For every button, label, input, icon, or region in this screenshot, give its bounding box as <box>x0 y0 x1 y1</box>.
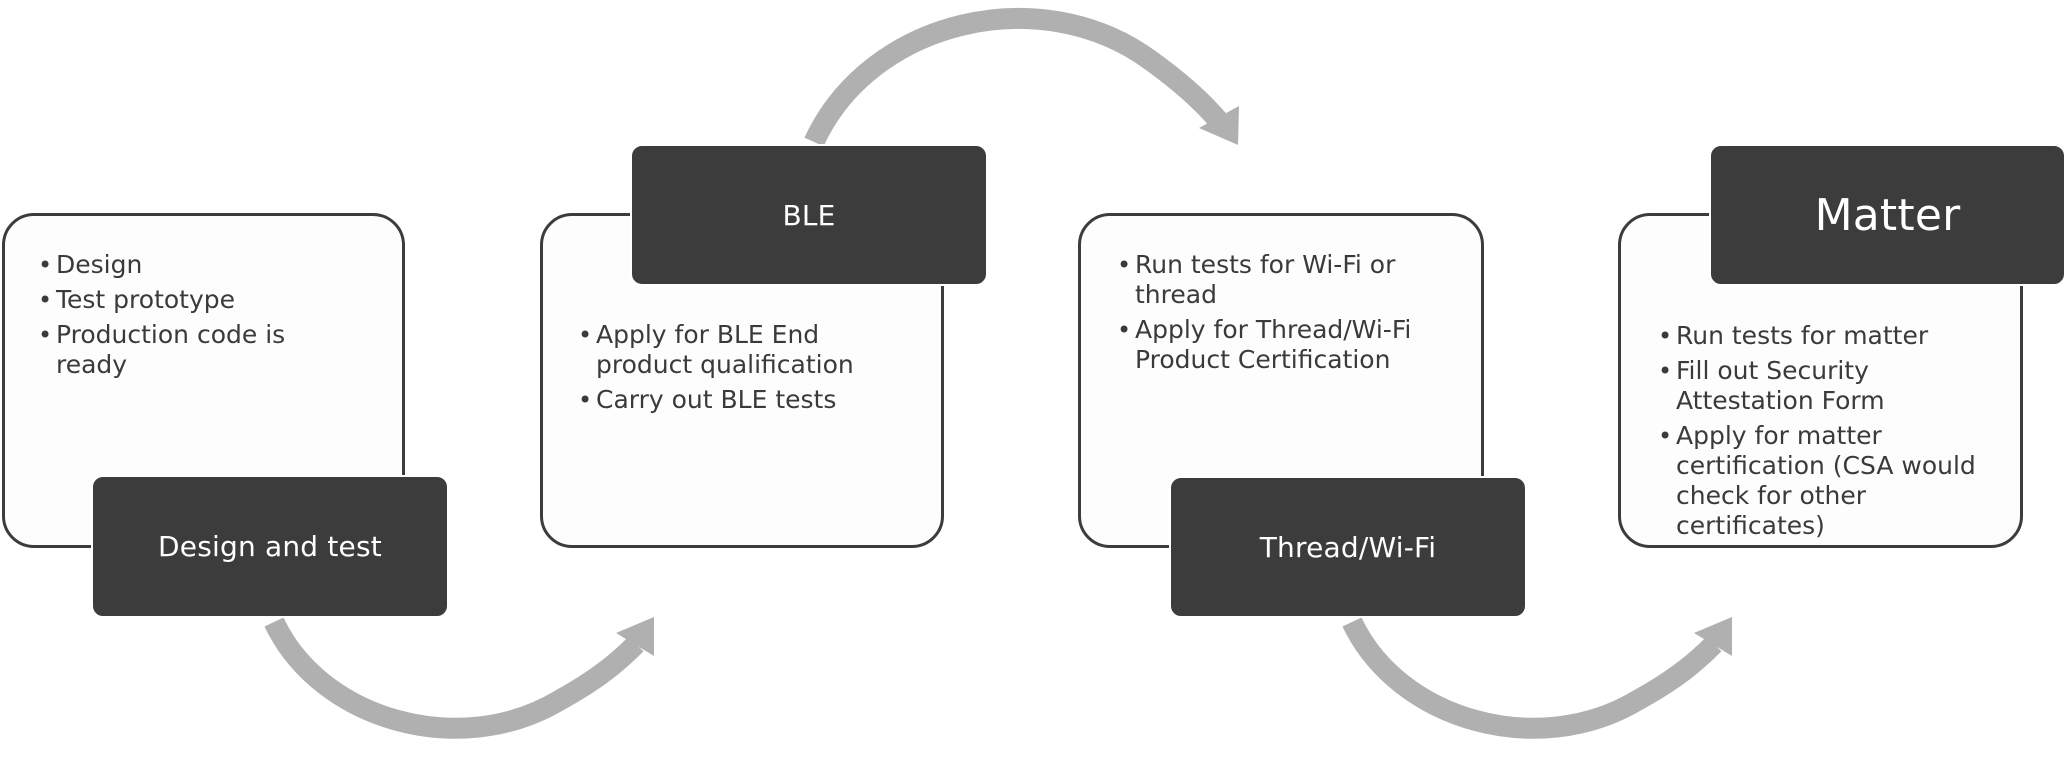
step-header-matter: Matter <box>1709 144 2066 286</box>
bullet-item: Design <box>38 250 340 280</box>
bullet-item: Run tests for Wi-Fi or thread <box>1117 250 1425 310</box>
step-title: Matter <box>1814 189 1961 241</box>
step-bullets-thread-wifi: Run tests for Wi-Fi or thread Apply for … <box>1117 250 1429 380</box>
step-title: Thread/Wi-Fi <box>1259 530 1437 564</box>
bullet-item: Run tests for matter <box>1658 321 1980 351</box>
bullet-item: Apply for Thread/Wi-Fi Product Certifica… <box>1117 315 1445 375</box>
bullet-item: Production code is ready <box>38 320 296 380</box>
bullet-item: Test prototype <box>38 285 340 315</box>
bullet-item: Apply for matter certification (CSA woul… <box>1658 421 1981 541</box>
step-bullets-matter: Run tests for matter Fill out Security A… <box>1658 321 1981 546</box>
step-header-design-and-test: Design and test <box>91 475 449 618</box>
step-bullets-ble: Apply for BLE End product qualification … <box>578 320 880 420</box>
bullet-item: Fill out Security Attestation Form <box>1658 356 1916 416</box>
curved-arrow-icon <box>1342 617 1732 739</box>
step-title: BLE <box>782 198 836 232</box>
curved-arrow-icon <box>804 8 1239 147</box>
bullet-item: Carry out BLE tests <box>578 385 880 415</box>
bullet-item: Apply for BLE End product qualification <box>578 320 886 380</box>
step-title: Design and test <box>158 530 382 563</box>
step-header-thread-wifi: Thread/Wi-Fi <box>1169 476 1527 618</box>
step-bullets-design-and-test: Design Test prototype Production code is… <box>38 250 340 385</box>
curved-arrow-icon <box>264 617 654 739</box>
step-header-ble: BLE <box>630 144 988 286</box>
